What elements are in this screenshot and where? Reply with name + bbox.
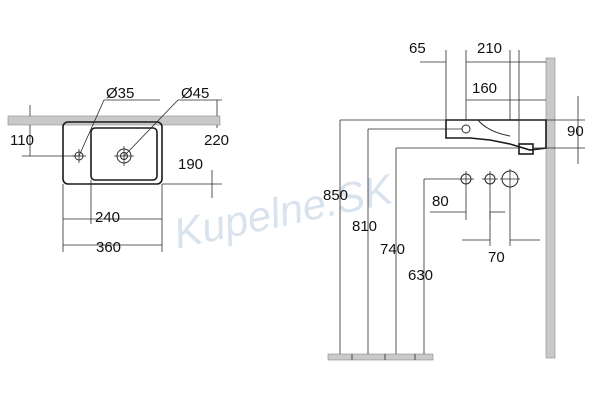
label-190: 190: [178, 156, 203, 173]
label-630: 630: [408, 267, 433, 284]
watermark-text: Kupelne.SK: [170, 165, 399, 258]
side-view: 65 210 160 90 850 810 740 630 80 70: [323, 40, 585, 361]
label-d35: Ø35: [106, 85, 134, 102]
tap-hole-side-icon: [461, 124, 471, 134]
label-65: 65: [409, 40, 426, 57]
drain-side: [518, 143, 534, 155]
label-850: 850: [323, 187, 348, 204]
label-810: 810: [352, 218, 377, 235]
label-110: 110: [10, 132, 34, 149]
label-d45: Ø45: [181, 85, 209, 102]
wall-side-view: [545, 57, 556, 359]
top-view: Ø35 Ø45 110 220 190 240 360: [7, 85, 229, 256]
basin-outer-outline: [62, 121, 163, 185]
label-220: 220: [204, 132, 229, 149]
basin-bowl-outline: [90, 127, 158, 181]
label-80: 80: [432, 193, 449, 210]
basin-profile: [445, 119, 547, 151]
label-240: 240: [95, 209, 120, 226]
label-360: 360: [96, 239, 121, 256]
wall-top-view: [7, 115, 221, 126]
label-210: 210: [477, 40, 502, 57]
label-740: 740: [380, 241, 405, 258]
label-90: 90: [567, 123, 584, 140]
label-70: 70: [488, 249, 505, 266]
floor: [327, 353, 434, 361]
label-160: 160: [472, 80, 497, 97]
